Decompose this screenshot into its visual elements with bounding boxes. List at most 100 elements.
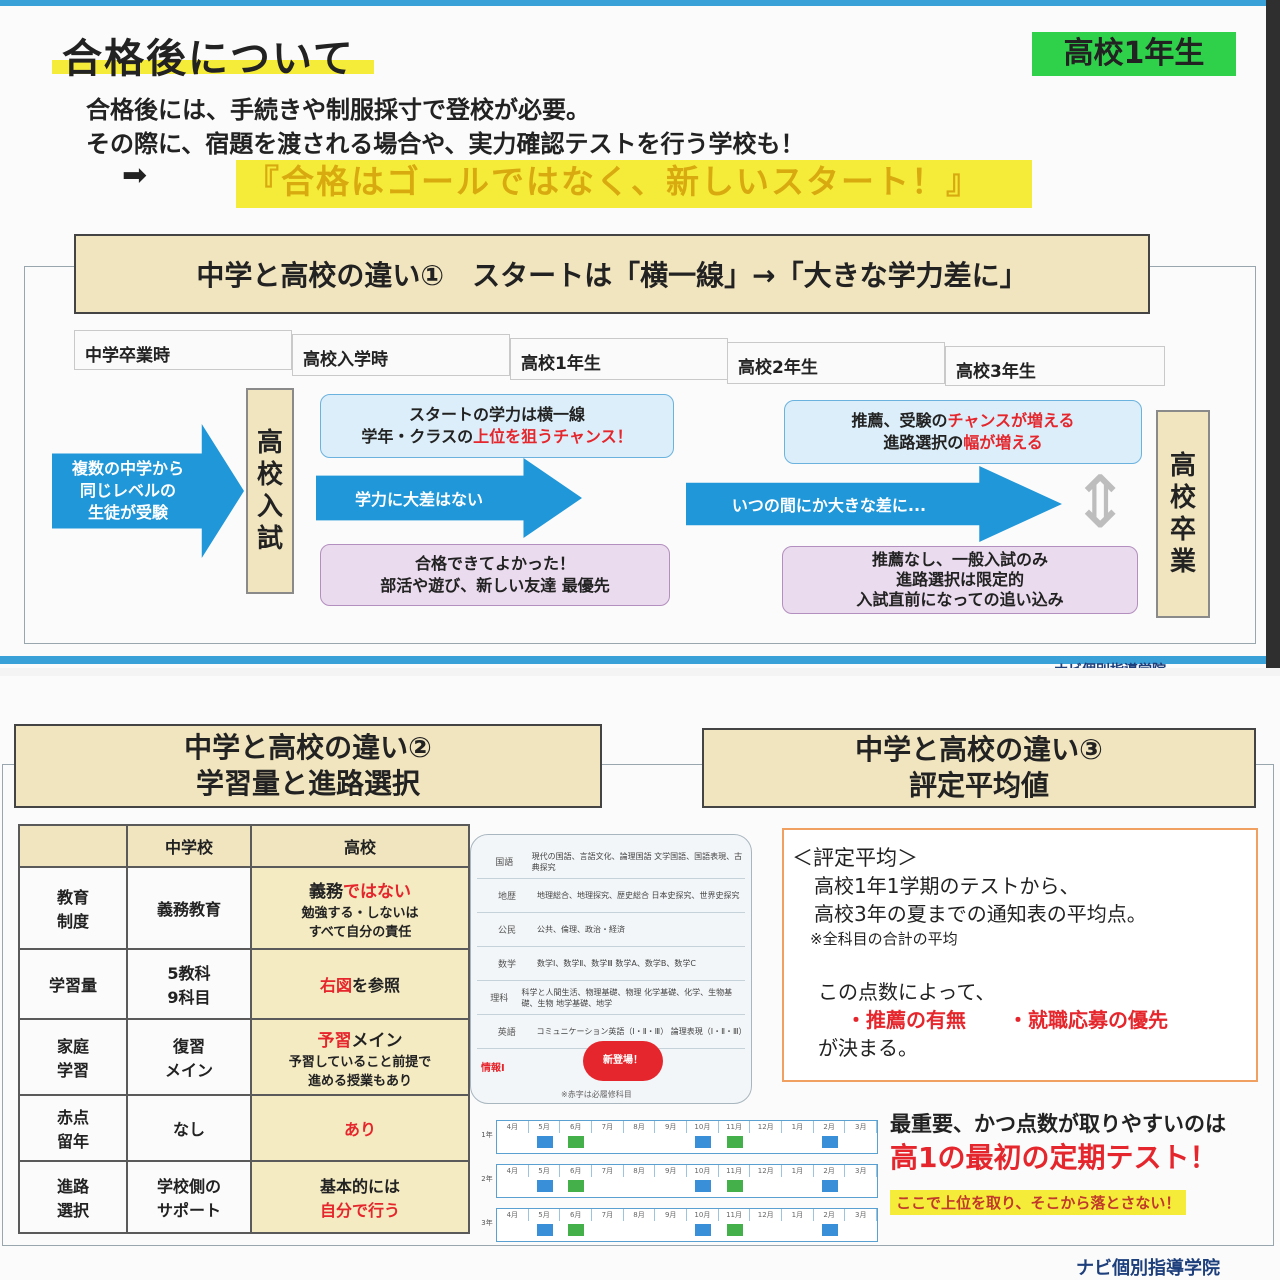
important-line-3: ここで上位を取り、そこから落とさない！ xyxy=(890,1190,1187,1215)
start-arrow-line-2: 同じレベルの xyxy=(79,481,176,500)
test-marker xyxy=(536,1136,553,1148)
schedule-month: 5月 xyxy=(529,1165,561,1177)
schedule-month: 6月 xyxy=(560,1121,593,1133)
top-bottom-border xyxy=(0,656,1266,664)
graduation-box: 高 校 卒 業 xyxy=(1156,410,1210,618)
entrance-exam-char-3: 入 xyxy=(256,492,283,522)
more-chances-line-2: 進路選択の幅が増える xyxy=(785,432,1141,454)
row-junior-line: なし xyxy=(172,1120,205,1139)
row-high-main-a: あり xyxy=(343,1120,376,1139)
schedule-month: 7月 xyxy=(592,1165,624,1177)
entrance-exam-box: 高 校 入 試 xyxy=(246,388,294,594)
equal-start-line-2: 学年・クラスの上位を狙うチャンス！ xyxy=(321,426,673,448)
schedule-month: 10月 xyxy=(687,1209,719,1221)
pink-box-limited: 推薦なし、一般入試のみ 進路選択は限定的 入試直前になっての追い込み xyxy=(782,546,1138,614)
subject-detail: 公共、倫理、政治・経済 xyxy=(537,925,625,934)
graduation-char-2: 校 xyxy=(1169,483,1196,513)
hyotei-note: ※全科目の合計の平均 xyxy=(810,930,958,948)
subject-name: 地歴 xyxy=(497,892,516,902)
hyotei-line-4: が決まる。 xyxy=(818,1036,918,1060)
limited-line-3: 入試直前になっての追い込み xyxy=(856,590,1064,609)
schedule-slot xyxy=(592,1177,624,1195)
schedule-slot xyxy=(529,1177,561,1195)
row-label: 赤点留年 xyxy=(18,1094,128,1162)
title-underline xyxy=(52,60,374,74)
hyotei-line-1: 高校1年1学期のテストから、 xyxy=(814,874,1080,898)
hyotei-bullet-2: ・就職応募の優先 xyxy=(1008,1008,1168,1032)
test-marker xyxy=(694,1224,711,1236)
hyotei-heading: ＜評定平均＞ xyxy=(792,846,918,870)
row-label-line: 制度 xyxy=(56,912,89,931)
schedule-slot xyxy=(624,1133,656,1151)
bottom-footer-logo: ナビ個別指導学院 xyxy=(1076,1258,1220,1279)
row-label: 進路選択 xyxy=(18,1160,128,1234)
stage-high-entrance: 高校入学時 xyxy=(292,334,510,376)
entrance-exam-char-2: 校 xyxy=(256,460,283,490)
limited-line-1: 推薦なし、一般入試のみ xyxy=(871,550,1048,569)
subject-name: 公民 xyxy=(497,926,516,936)
info-subject-label: 情報Ⅰ xyxy=(481,1063,505,1074)
comparison-table: 中学校 高校 教育制度 義務教育 義務ではない勉強する・しないはすべて自分の責任… xyxy=(18,824,470,1234)
slide-top: 合格後について 高校1年生 合格後には、手続きや制服採寸で登校が必要。 その際に… xyxy=(0,0,1280,668)
subjects-chart: 国語現代の国語、言語文化、論理国語 文学国語、国語表現、古典探究地歴地理総合、地… xyxy=(470,834,752,1104)
schedule-slot xyxy=(845,1221,877,1239)
test-marker xyxy=(568,1180,585,1192)
schedule-slot xyxy=(719,1221,751,1239)
schedule-month: 6月 xyxy=(560,1209,593,1221)
grade-badge: 高校1年生 xyxy=(1032,32,1236,76)
test-marker xyxy=(821,1180,838,1192)
schedule-month: 4月 xyxy=(497,1121,529,1133)
schedule-year-label: 1年 xyxy=(481,1131,493,1139)
subject-name: 英語 xyxy=(497,1028,516,1038)
subject-detail: 地理総合、地理探究、歴史総合 日本史探究、世界史探究 xyxy=(537,891,740,900)
subject-row: 公民 公共、倫理、政治・経済 xyxy=(477,913,745,947)
row-high-sub: 進める授業もあり xyxy=(307,1073,412,1089)
hyotei-bullet-1: ・推薦の有無 xyxy=(846,1008,966,1032)
more-chances-line-1a: 推薦、受験の xyxy=(851,411,948,430)
graduation-char-4: 業 xyxy=(1169,547,1196,577)
schedule-slot xyxy=(687,1221,719,1239)
subject-name: 数学 xyxy=(497,960,516,970)
schedule-slot xyxy=(814,1221,846,1239)
row-high-main-a: 右図 xyxy=(319,976,352,995)
row-label-line: 教育 xyxy=(56,888,89,907)
relief-line-2: 部活や遊び、新しい友達 最優先 xyxy=(380,576,610,595)
schedule-month: 9月 xyxy=(655,1121,688,1133)
hyotei-line-3: この点数によって、 xyxy=(818,980,996,1004)
schedule-month: 10月 xyxy=(687,1121,719,1133)
section3-title-line-2: 評定平均値 xyxy=(908,769,1049,802)
test-marker xyxy=(568,1136,585,1148)
table-header-blank xyxy=(18,824,128,868)
table-row: 赤点留年 なし あり xyxy=(18,1094,470,1162)
row-junior: 義務教育 xyxy=(126,866,252,950)
row-label: 教育制度 xyxy=(18,866,128,950)
limited-line-2: 進路選択は限定的 xyxy=(895,570,1024,589)
pink-box-relief: 合格できてよかった！ 部活や遊び、新しい友達 最優先 xyxy=(320,544,670,606)
row-high: 基本的には自分で行う xyxy=(250,1160,470,1234)
important-line-2: 高1の最初の定期テスト！ xyxy=(890,1141,1218,1174)
row-high-main-b: を参照 xyxy=(352,976,401,995)
start-arrow-line-1: 複数の中学から xyxy=(71,459,184,478)
subject-row: 数学数学Ⅰ、数学Ⅱ、数学Ⅲ 数学A、数学B、数学C xyxy=(477,947,745,981)
schedule-slot xyxy=(560,1133,592,1151)
schedule-month: 1月 xyxy=(782,1209,814,1221)
schedule-month: 11月 xyxy=(719,1209,751,1221)
slide-bottom: 中学と高校の違い② 学習量と進路選択 中学と高校の違い③ 評定平均値 中学校 高… xyxy=(0,676,1280,1280)
section1-header: 中学と高校の違い① スタートは「横一線」→「大きな学力差に」 xyxy=(74,234,1150,314)
schedule-month: 2月 xyxy=(814,1165,846,1177)
row-high-sub: 勉強する・しないは xyxy=(301,905,419,921)
schedule-month: 2月 xyxy=(814,1209,846,1221)
more-chances-line-2b: 幅が増える xyxy=(963,433,1043,452)
schedule-month: 5月 xyxy=(529,1209,561,1221)
schedule-slot xyxy=(719,1133,751,1151)
schedule-month: 8月 xyxy=(624,1165,656,1177)
schedule-month: 2月 xyxy=(814,1121,846,1133)
subject-detail: コミュニケーション英語（Ⅰ・Ⅱ・Ⅲ） 論理表現（Ⅰ・Ⅱ・Ⅲ） xyxy=(536,1027,747,1036)
graduation-char-1: 高 xyxy=(1169,451,1196,481)
schedule-month: 3月 xyxy=(845,1209,878,1221)
table-header-high: 高校 xyxy=(250,824,470,868)
schedule-month: 11月 xyxy=(719,1165,751,1177)
blue-box-more-chances: 推薦、受験のチャンスが増える 進路選択の幅が増える xyxy=(784,400,1142,464)
